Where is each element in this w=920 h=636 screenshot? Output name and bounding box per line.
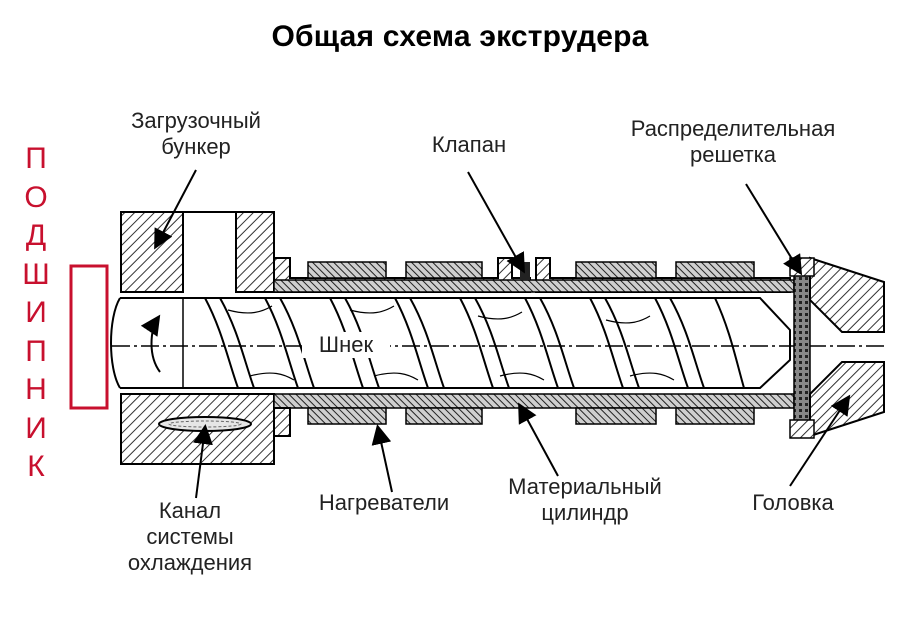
label-head: Головка	[752, 490, 834, 515]
screw-shaft	[120, 297, 791, 389]
screw-flights	[204, 297, 745, 389]
leader-head	[789, 394, 851, 487]
label-screw: Шнек	[302, 332, 390, 358]
bearing-box	[69, 264, 109, 410]
side-letter: П	[25, 334, 47, 368]
side-letter: О	[24, 180, 48, 214]
leader-valve	[467, 171, 525, 274]
leader-cooling	[193, 424, 213, 499]
heater-bottom-2	[405, 407, 483, 425]
label-cooling: Канал системы охлаждения	[127, 498, 253, 575]
breaker-plate	[793, 261, 811, 437]
heater-bottom-3	[575, 407, 657, 425]
valve	[520, 262, 530, 280]
hopper-left-wall	[120, 211, 184, 293]
feed-housing-bottom	[120, 393, 275, 465]
barrel-top-wall	[273, 279, 795, 293]
side-letter: И	[25, 296, 47, 329]
label-barrel: Материальный цилиндр	[508, 474, 662, 525]
hopper-right-wall	[235, 211, 275, 293]
side-letter: К	[27, 450, 45, 483]
side-letter: Д	[25, 219, 47, 252]
diagram-title: Общая схема экструдера	[271, 20, 649, 53]
side-letter: Н	[25, 373, 47, 406]
die-head-top	[809, 256, 885, 333]
side-letter: П	[25, 142, 47, 175]
label-heaters: Нагреватели	[318, 490, 450, 515]
side-letter: Ш	[22, 257, 50, 291]
leader-hopper	[154, 169, 197, 250]
leader-screen	[745, 183, 803, 276]
leader-heaters	[371, 424, 393, 493]
side-letter: И	[25, 411, 47, 445]
heater-top-1	[307, 261, 387, 279]
heater-bottom-4	[675, 407, 755, 425]
label-hopper: Загрузочный бункер	[131, 108, 261, 159]
label-screen: Распределительная решетка	[630, 116, 836, 167]
side-label-bearing: П О Д Ш И П Н И К	[22, 140, 50, 487]
heater-top-2	[405, 261, 483, 279]
heater-bottom-1	[307, 407, 387, 425]
leader-barrel	[518, 402, 559, 477]
heater-top-4	[675, 261, 755, 279]
rotation-arrow	[140, 314, 161, 373]
barrel-bottom-wall	[273, 393, 795, 409]
heater-top-3	[575, 261, 657, 279]
label-valve: Клапан	[431, 132, 507, 157]
